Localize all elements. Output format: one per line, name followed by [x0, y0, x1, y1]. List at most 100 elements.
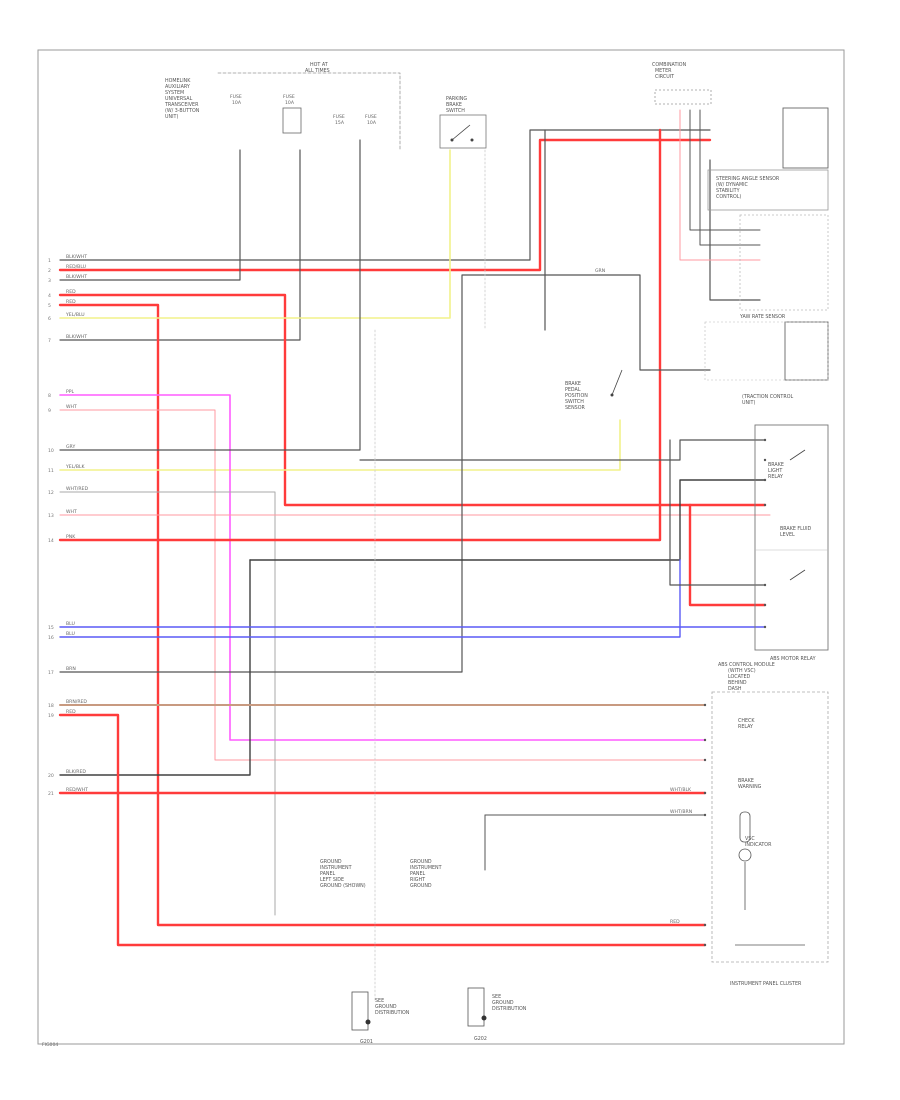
svg-text:SENSOR: SENSOR [565, 405, 585, 411]
svg-text:HOMELINK: HOMELINK [165, 78, 191, 84]
steering-angle-sensor: STEERING ANGLE SENSOR (W/ DYNAMIC STABIL… [707, 107, 829, 311]
wire-label-15: BLU [66, 621, 75, 627]
wire-label-1: BLK/WHT [66, 254, 87, 260]
svg-text:RELAY: RELAY [738, 724, 753, 730]
svg-text:SWITCH: SWITCH [565, 399, 584, 405]
svg-text:BRAKE: BRAKE [446, 102, 462, 108]
svg-text:COMBINATION: COMBINATION [652, 62, 687, 68]
pin-1: 1 [48, 258, 51, 264]
svg-text:10A: 10A [367, 120, 377, 126]
wire-dark-1 [249, 479, 766, 561]
fuse-4: FUSE 10A [365, 114, 377, 126]
svg-text:YAW RATE SENSOR: YAW RATE SENSOR [739, 314, 786, 320]
svg-text:SYSTEM: SYSTEM [165, 90, 184, 96]
svg-text:DISTRIBUTION: DISTRIBUTION [375, 1010, 410, 1016]
pin-19: 19 [48, 713, 54, 719]
pin-2: 2 [48, 268, 51, 274]
svg-text:10A: 10A [232, 100, 242, 106]
svg-text:METER: METER [655, 68, 672, 74]
svg-text:LIGHT: LIGHT [768, 468, 782, 474]
svg-text:WARNING: WARNING [738, 784, 762, 790]
wire-gry-3 [59, 274, 711, 673]
wire-yel-blk [59, 419, 621, 471]
wire-blu-2 [59, 559, 681, 638]
right-connector-dots [703, 438, 767, 947]
wire-label-25: GRN [595, 268, 605, 274]
wire-label-13: WHT [66, 509, 77, 515]
svg-text:FUSE: FUSE [283, 94, 295, 100]
pin-11: 11 [48, 468, 54, 474]
wire-label-17: BRN [66, 666, 76, 672]
wire-red-down [58, 303, 707, 927]
wire-label-6: YEL/BLU [65, 312, 85, 318]
pin-15: 15 [48, 625, 54, 631]
svg-text:SEE: SEE [492, 994, 501, 1000]
pin-17: 17 [48, 670, 54, 676]
wire-label-20: BLK/RED [66, 769, 86, 775]
wire-blk-wht-2 [59, 149, 241, 281]
abs-motor-relay-box: BRAKE LIGHT RELAY BRAKE FLUID LEVEL ABS … [754, 424, 829, 662]
wire-yel-blu [59, 149, 451, 319]
svg-text:ABS CONTROL MODULE: ABS CONTROL MODULE [718, 662, 775, 668]
pin-21: 21 [48, 791, 54, 797]
combination-meter-label: COMBINATION METER CIRCUIT [652, 62, 712, 105]
svg-text:AUXILIARY: AUXILIARY [165, 84, 190, 90]
svg-text:UNIT): UNIT) [165, 114, 178, 120]
pin-20: 20 [48, 773, 54, 779]
ground-note-2: GROUND INSTRUMENT PANEL RIGHT GROUND [410, 859, 442, 889]
ground-g201: SEE GROUND DISTRIBUTION G201 [351, 991, 410, 1045]
pin-4: 4 [48, 293, 51, 299]
svg-text:INSTRUMENT PANEL CLUSTER: INSTRUMENT PANEL CLUSTER [730, 981, 802, 987]
wire-label-8: PPL [66, 389, 75, 395]
svg-text:TRANSCEIVER: TRANSCEIVER [164, 102, 199, 108]
svg-text:CHECK: CHECK [738, 718, 755, 724]
parking-brake-switch: PARKING BRAKE SWITCH [439, 96, 487, 149]
pin-18: 18 [48, 703, 54, 709]
wire-label-4: RED [66, 289, 76, 295]
svg-text:15A: 15A [335, 120, 345, 126]
wire-label-12: WHT/RED [66, 486, 88, 492]
wire-relay-2 [669, 439, 766, 586]
wire-gry-1 [59, 139, 361, 451]
abs-control-module: ABS CONTROL MODULE (WITH VSC) LOCATED BE… [718, 662, 775, 692]
svg-text:INSTRUMENT: INSTRUMENT [410, 865, 442, 871]
pin-12: 12 [48, 490, 54, 496]
svg-text:LOCATED: LOCATED [728, 674, 750, 680]
svg-text:BRAKE: BRAKE [738, 778, 754, 784]
svg-text:DISTRIBUTION: DISTRIBUTION [492, 1006, 527, 1012]
wire-gray-to-parking [59, 149, 301, 341]
wire-wht-1 [59, 409, 706, 761]
pin-6: 6 [48, 316, 51, 322]
svg-text:HOT AT: HOT AT [310, 62, 328, 68]
fuse-block-dash [217, 72, 401, 151]
wire-label-9: WHT [66, 404, 77, 410]
svg-text:GROUND: GROUND [375, 1004, 397, 1010]
pin-9: 9 [48, 408, 51, 414]
wire-pnk-1 [58, 128, 662, 542]
instrument-panel-cluster: CHECK RELAY BRAKE WARNING VSC INDICATOR … [711, 691, 829, 987]
wire-labels: BLK/WHT RED/BLU BLK/WHT RED RED YEL/BLU … [65, 254, 692, 925]
svg-text:LEVEL: LEVEL [780, 532, 795, 538]
brake-pedal-switch: BRAKE PEDAL POSITION SWITCH SENSOR [565, 369, 623, 411]
wire-label-19: RED [66, 709, 76, 715]
wire-wht-red [59, 491, 276, 916]
svg-text:G202: G202 [474, 1036, 487, 1042]
svg-text:(W/ DYNAMIC: (W/ DYNAMIC [716, 182, 749, 188]
wire-label-10: GRY [66, 444, 75, 450]
yaw-rate-sensor: YAW RATE SENSOR (TRACTION CONTROL UNIT) [704, 314, 829, 406]
pin-14: 14 [48, 538, 54, 544]
svg-text:SWITCH: SWITCH [446, 108, 465, 114]
svg-text:LEFT SIDE: LEFT SIDE [320, 877, 344, 883]
svg-text:PANEL: PANEL [410, 871, 425, 877]
svg-text:G201: G201 [360, 1039, 373, 1045]
wire-gry-2 [359, 439, 766, 461]
svg-text:POSITION: POSITION [565, 393, 588, 399]
svg-text:10A: 10A [285, 100, 295, 106]
svg-text:PARKING: PARKING [446, 96, 467, 102]
svg-text:STEERING ANGLE SENSOR: STEERING ANGLE SENSOR [716, 176, 780, 182]
svg-text:GROUND: GROUND [492, 1000, 514, 1006]
fuse-3: FUSE 15A [333, 114, 345, 126]
svg-text:ABS MOTOR RELAY: ABS MOTOR RELAY [770, 656, 816, 662]
svg-text:GROUND: GROUND [410, 883, 432, 889]
